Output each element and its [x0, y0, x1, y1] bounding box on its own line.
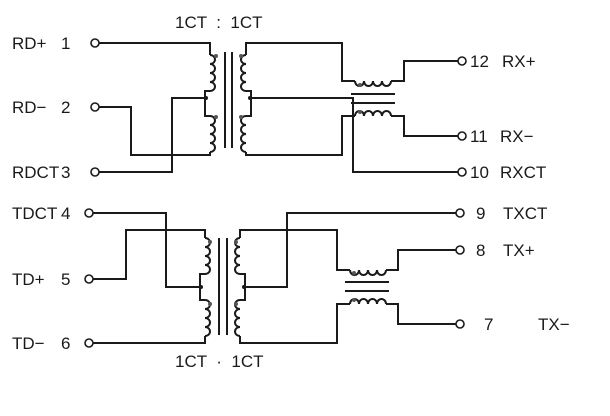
pin-label-rx-plus: RX+ — [502, 52, 536, 71]
polarity-dot — [358, 83, 362, 87]
polarity-dot — [352, 298, 356, 302]
pin-number-10: 10 — [470, 163, 489, 182]
polarity-dot — [358, 110, 362, 114]
rx-secondary-coil-upper — [240, 54, 247, 92]
wire-rx-plus — [391, 60, 458, 82]
pin-label-tx-plus: TX+ — [503, 241, 535, 260]
tx-ratio-label: 1CT · 1CT — [175, 352, 263, 371]
pin-number-7: 7 — [484, 315, 493, 334]
polarity-dot — [234, 240, 238, 244]
pin-label-rx-minus: RX− — [500, 127, 534, 146]
tx-secondary-coil-upper — [234, 237, 241, 275]
pin-number-12: 12 — [470, 52, 489, 71]
pin-10-terminal — [457, 167, 467, 177]
wire-td-minus — [93, 337, 206, 344]
junction-dot — [199, 285, 203, 289]
pin-8-terminal — [455, 245, 465, 255]
tx-primary-coil-lower — [204, 299, 211, 337]
tx-choke-coil-bottom — [349, 298, 387, 305]
pin-label-td-minus: TD− — [12, 334, 45, 353]
rx-primary-center-tap — [204, 90, 210, 117]
rx-choke-coil-top — [354, 80, 392, 87]
polarity-dot — [352, 271, 356, 275]
rx-primary-coil-upper — [209, 54, 216, 92]
rx-choke-coil-bottom — [354, 110, 392, 117]
pin-9-terminal — [455, 208, 465, 218]
wire-txct — [245, 212, 456, 288]
pin-3-terminal — [90, 167, 100, 177]
pin-6-terminal — [84, 338, 94, 348]
polarity-dot — [214, 54, 218, 58]
pin-label-td-plus: TD+ — [12, 270, 45, 289]
pin-number-8: 8 — [476, 241, 485, 260]
tx-secondary-coil-lower — [234, 299, 241, 337]
pin-2-terminal — [90, 102, 100, 112]
pin-number-5: 5 — [61, 270, 70, 289]
pin-number-11: 11 — [470, 127, 488, 146]
pin-7-terminal — [455, 319, 465, 329]
rx-primary-coil-lower — [209, 115, 216, 153]
polarity-dot — [239, 115, 243, 119]
wire-tx-plus — [386, 249, 456, 271]
pin-label-rd-plus: RD+ — [12, 34, 47, 53]
polarity-dot — [214, 115, 218, 119]
tx-primary-coil-upper — [204, 237, 211, 275]
rx-ratio-label: 1CT : 1CT — [175, 13, 263, 32]
polarity-dot — [234, 302, 238, 306]
wire-rdct — [99, 97, 207, 173]
junction-dot — [204, 96, 208, 100]
polarity-dot — [208, 240, 212, 244]
rx-secondary-coil-lower — [240, 115, 247, 153]
wire-rxct — [251, 97, 458, 173]
pin-label-txct: TXCT — [503, 204, 547, 223]
wire-rx-secondary-bottom — [245, 115, 355, 156]
pin-number-4: 4 — [61, 204, 70, 223]
pin-number-9: 9 — [476, 204, 485, 223]
pin-number-1: 1 — [61, 34, 70, 53]
pin-label-rdct: RDCT — [12, 163, 59, 182]
tx-choke-coil-top — [349, 269, 387, 276]
rx-secondary-center-tap — [246, 90, 252, 117]
wire-tx-secondary-top — [239, 229, 350, 271]
wire-rd-minus — [99, 106, 211, 156]
pin-label-rd-minus: RD− — [12, 98, 47, 117]
wire-td-plus — [93, 229, 206, 280]
wire-tdct — [93, 212, 200, 288]
tx-section: TDCT 4 TD+ 5 TD− 6 — [12, 204, 570, 371]
wire-rx-minus — [391, 115, 458, 137]
polarity-dot — [208, 302, 212, 306]
wire-rx-secondary-top — [245, 42, 355, 82]
pin-label-tx-minus: TX− — [538, 315, 570, 334]
wire-tx-secondary-bottom — [239, 303, 350, 344]
polarity-dot — [239, 54, 243, 58]
pin-4-terminal — [84, 208, 94, 218]
rx-section: 1CT : 1CT RD+ 1 RD− 2 RDCT 3 — [12, 13, 546, 182]
wire-tx-minus — [386, 303, 456, 325]
pin-number-3: 3 — [61, 163, 70, 182]
pin-5-terminal — [84, 274, 94, 284]
pin-number-6: 6 — [61, 334, 70, 353]
pin-12-terminal — [457, 56, 467, 66]
pin-label-tdct: TDCT — [12, 204, 57, 223]
wire-rd-plus — [99, 42, 211, 50]
pin-label-rxct: RXCT — [500, 163, 546, 182]
pin-11-terminal — [457, 131, 467, 141]
pin-number-2: 2 — [61, 98, 70, 117]
pin-1-terminal — [90, 38, 100, 48]
